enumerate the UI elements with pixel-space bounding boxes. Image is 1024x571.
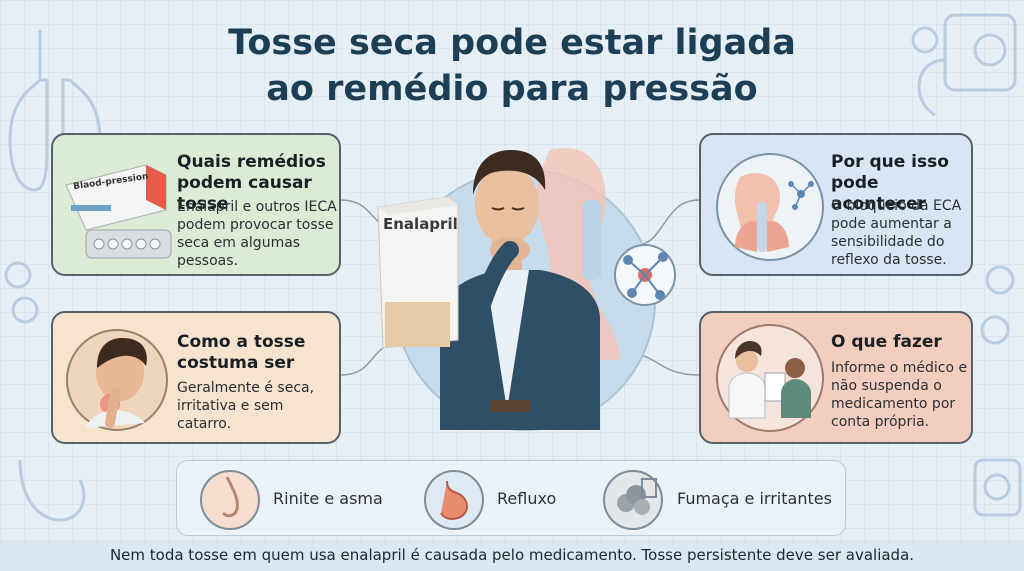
other-cause-label: Refluxo xyxy=(497,489,557,508)
pressure-monitor-icon-bottom xyxy=(973,458,1022,517)
other-cause-label: Fumaça e irritantes xyxy=(677,489,832,508)
card-cough-type: Como a tosse costuma ser Geralmente é se… xyxy=(51,311,341,444)
smoke-icon xyxy=(603,470,663,530)
card-why-body: O bloqueio da ECA pode aumentar a sensib… xyxy=(831,198,962,268)
stomach-icon xyxy=(424,470,484,530)
enalapril-box-label: Enalapril xyxy=(383,215,458,233)
card-cough-heading: Como a tosse costuma ser xyxy=(177,332,306,373)
footer-note: Nem toda tosse em quem usa enalapril é c… xyxy=(0,540,1024,571)
pills-icon-right xyxy=(980,265,1015,345)
airway-molecule-icon xyxy=(716,153,824,261)
page-title: Tosse seca pode estar ligada ao remédio … xyxy=(228,23,796,109)
stethoscope-icon xyxy=(18,459,86,522)
card-do-body: Informe o médico e não suspenda o medica… xyxy=(831,360,968,430)
other-cause-label: Rinite e asma xyxy=(273,489,383,508)
enalapril-box-icon xyxy=(377,196,459,349)
nose-icon xyxy=(200,470,260,530)
card-meds-body: Enalapril e outros IECA podem provocar t… xyxy=(177,199,337,269)
card-which-meds: Blaod-pression Quais remédios podem caus… xyxy=(51,133,341,276)
throat-irritation-icon xyxy=(66,329,168,431)
blood-pressure-monitor-icon xyxy=(911,13,1017,117)
pills-icon xyxy=(4,261,39,324)
card-cough-body: Geralmente é seca, irritativa e sem cata… xyxy=(177,380,315,432)
card-what-to-do: O que fazer Informe o médico e não suspe… xyxy=(699,311,973,444)
man-coughing-illustration xyxy=(394,148,676,431)
card-meds-heading: Quais remédios podem causar tosse xyxy=(177,152,326,214)
doctor-consultation-icon xyxy=(716,324,824,432)
other-causes-strip: Rinite e asma Refluxo Fumaça e irritante… xyxy=(176,460,846,536)
card-do-heading: O que fazer xyxy=(831,332,942,352)
medicine-box-icon xyxy=(65,164,172,259)
card-why-happens: Por que isso pode acontecer O bloqueio d… xyxy=(699,133,973,276)
card-why-heading: Por que isso pode acontecer xyxy=(831,152,949,214)
